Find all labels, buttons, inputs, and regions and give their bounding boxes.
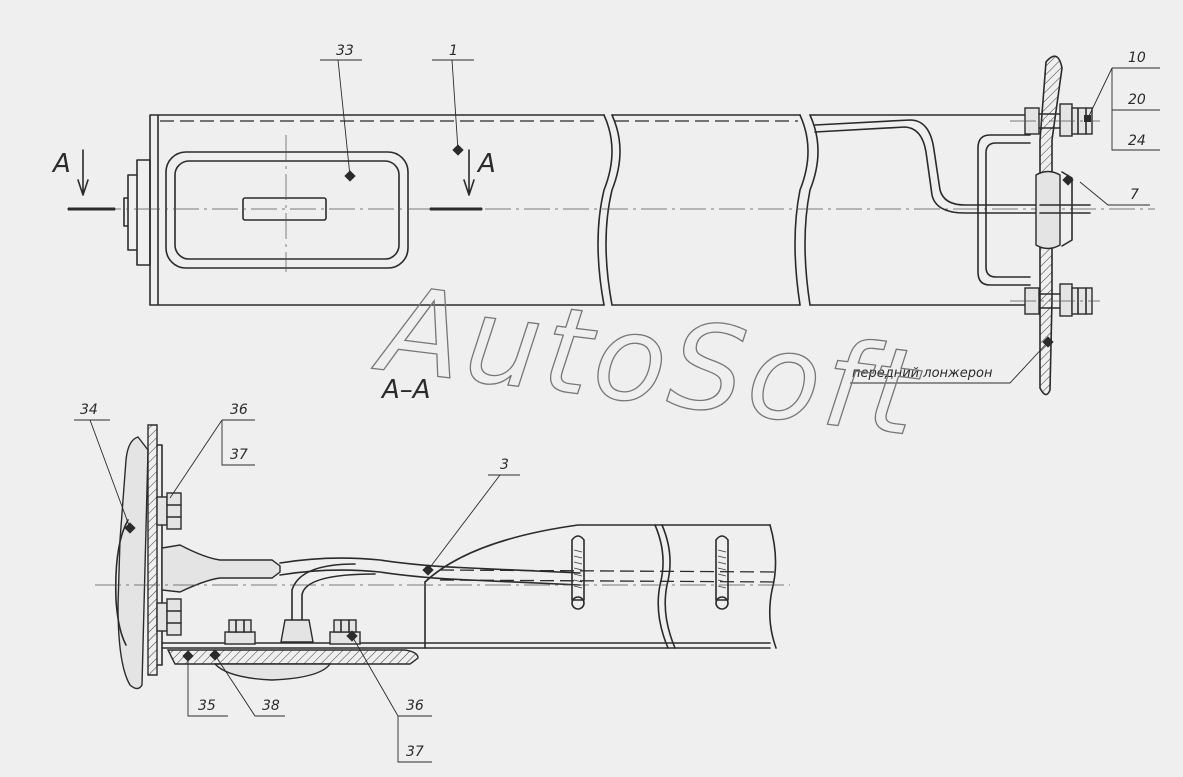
top-cable [814, 119, 1041, 214]
section-view-title: A–A [380, 375, 431, 405]
cable-connector-1 [161, 544, 281, 593]
section-bolt-lower [156, 598, 182, 636]
tube-top [424, 524, 771, 583]
lamp-body [117, 436, 149, 690]
label-10: 10 [1128, 50, 1146, 66]
section-arrow-right [429, 149, 483, 210]
grommet-flange [1061, 171, 1073, 247]
bolt-bottom [1024, 283, 1093, 317]
beam-break-1 [597, 114, 621, 306]
beam-outline-middle [611, 114, 801, 306]
label-20: 20 [1128, 92, 1146, 108]
beam-outline-right [809, 114, 1031, 306]
section-bolt-upper [156, 492, 182, 530]
bolt-top [1024, 103, 1093, 137]
section-arrow-left [67, 149, 116, 210]
cable-hidden [439, 569, 781, 583]
label-34: 34 [80, 402, 98, 418]
label-33: 33 [336, 43, 354, 59]
label-24: 24 [1128, 133, 1146, 149]
label-38: 38 [262, 698, 280, 714]
lower-bolt-1 [224, 619, 256, 645]
watermark: AutoSoft [367, 259, 928, 463]
tube-right-end [768, 524, 777, 649]
bolt-centerlines [1010, 120, 1100, 302]
label-1: 1 [449, 43, 458, 59]
branch-cable [291, 563, 376, 621]
grommet [1035, 170, 1061, 250]
grommet-cable-pass [1039, 204, 1091, 214]
label-3: 3 [500, 457, 509, 473]
lower-bolt-2 [329, 619, 361, 645]
lamp-lens [114, 519, 129, 646]
end-cap [123, 159, 151, 266]
section-mark-right: A [476, 149, 496, 179]
label-35: 35 [198, 698, 216, 714]
label-37-lower: 37 [406, 744, 424, 760]
beam-break-2 [794, 114, 819, 306]
bracket [977, 134, 1031, 286]
window-outer [165, 151, 409, 269]
mounting-plate [147, 424, 158, 676]
labels: 33 1 10 20 24 7 передний лонжерон 34 36 … [80, 43, 1146, 760]
section-view: A–A [95, 375, 790, 690]
window-inner [174, 160, 400, 260]
label-36-lower: 36 [406, 698, 424, 714]
label-36-upper: 36 [230, 402, 248, 418]
section-mark-left: A [51, 149, 71, 179]
plate-edge [156, 444, 163, 666]
label-7: 7 [1130, 187, 1139, 203]
lower-plate [166, 649, 419, 665]
cable-connector-2 [280, 619, 314, 643]
tube-break [654, 524, 676, 649]
fastener-1 [571, 535, 585, 610]
label-37-upper: 37 [230, 447, 248, 463]
lower-lamp [213, 663, 332, 681]
top-view: A A [51, 55, 1155, 396]
beam-outline-left [149, 114, 605, 306]
fastener-2 [715, 535, 729, 610]
leaders [74, 59, 1160, 763]
note-front-spar: передний лонжерон [852, 366, 993, 381]
